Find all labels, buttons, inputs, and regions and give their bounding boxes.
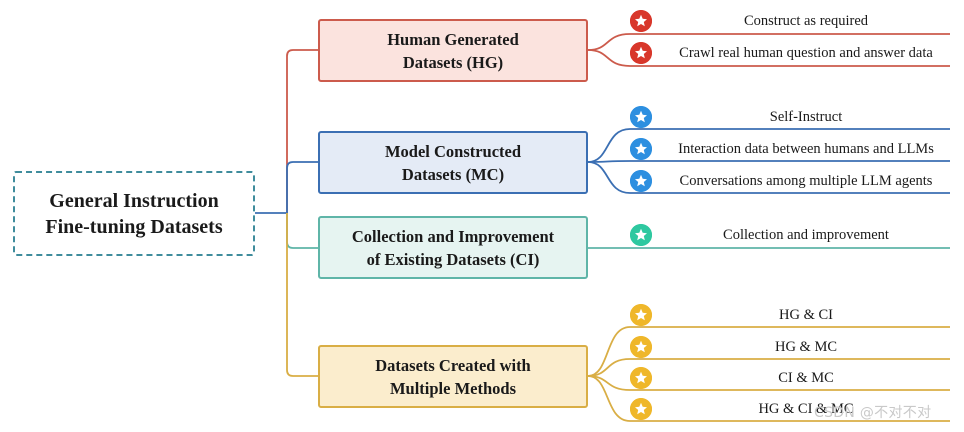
leaf-line-0-0	[587, 33, 950, 51]
category-human-generated: Human Generated Datasets (HG)	[318, 19, 588, 82]
category-title-line1: Human Generated	[387, 29, 519, 49]
root-title-line2: Fine-tuning Datasets	[45, 215, 223, 238]
category-title-line2: Multiple Methods	[389, 378, 517, 398]
category-title-line2: Datasets (HG)	[402, 52, 504, 72]
red-star-icon	[630, 10, 652, 32]
category-multiple-methods: Datasets Created with Multiple Methods	[318, 345, 588, 408]
category-collection-improvement: Collection and Improvement of Existing D…	[318, 216, 588, 279]
green-star-icon	[630, 224, 652, 246]
leaf-label: Collection and improvement	[723, 226, 889, 243]
root-node: General Instruction Fine-tuning Datasets	[13, 171, 255, 256]
category-model-constructed: Model Constructed Datasets (MC)	[318, 131, 588, 194]
branch-line-mc	[286, 161, 318, 213]
blue-star-icon	[630, 138, 652, 160]
blue-star-icon	[630, 106, 652, 128]
category-title-line1: Model Constructed	[384, 141, 522, 161]
gold-star-icon	[630, 336, 652, 358]
category-title-line1: Collection and Improvement	[351, 226, 555, 246]
leaf-line-3-3	[587, 375, 950, 422]
gold-star-icon	[630, 398, 652, 420]
leaf-line-3-1	[587, 358, 950, 377]
leaf-label: Interaction data between humans and LLMs	[678, 140, 934, 157]
leaf-label: HG & CI & MC	[758, 400, 854, 417]
watermark: CSDN @不对不对	[814, 405, 932, 421]
leaf-line-1-1	[587, 160, 950, 163]
category-title-line1: Datasets Created with	[375, 355, 531, 375]
leaf-label: Self-Instruct	[769, 108, 843, 125]
leaf-line-1-0	[587, 128, 950, 163]
branch-line-mm	[286, 213, 318, 377]
leaf-line-1-2	[587, 161, 950, 194]
leaf-line-0-1	[587, 49, 950, 67]
leaf-label: Conversations among multiple LLM agents	[679, 172, 933, 189]
root-title-line1: General Instruction	[49, 189, 219, 212]
branch-line-hg	[286, 49, 318, 213]
leaf-label: HG & CI	[779, 306, 833, 323]
category-title-line2: of Existing Datasets (CI)	[366, 249, 540, 269]
leaf-label: Crawl real human question and answer dat…	[679, 44, 933, 61]
blue-star-icon	[630, 170, 652, 192]
leaf-label: Construct as required	[743, 12, 869, 29]
branch-line-ci	[286, 213, 318, 249]
leaf-line-3-0	[587, 326, 950, 377]
leaf-label: CI & MC	[778, 369, 834, 386]
gold-star-icon	[630, 367, 652, 389]
category-title-line2: Datasets (MC)	[401, 164, 505, 184]
leaf-label: HG & MC	[774, 338, 838, 355]
gold-star-icon	[630, 304, 652, 326]
red-star-icon	[630, 42, 652, 64]
